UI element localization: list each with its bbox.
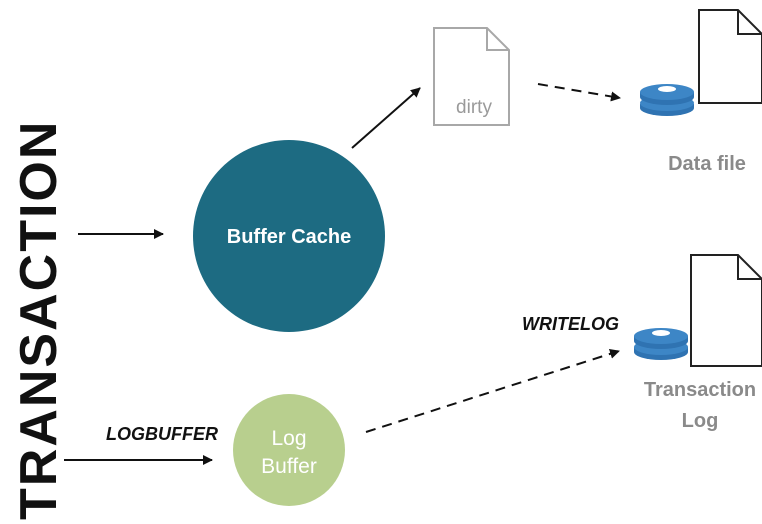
- buffer-cache-node: [193, 140, 385, 332]
- data-file-document-icon: [698, 9, 762, 104]
- logbuffer-wait-label: LOGBUFFER: [106, 424, 218, 444]
- side-title: TRANSACTION: [10, 120, 68, 520]
- dirty-page-label: dirty: [456, 97, 492, 118]
- writelog-wait-label: WRITELOG: [522, 314, 619, 334]
- buffer-cache-label: Buffer Cache: [227, 226, 351, 248]
- transaction-log-document-icon: [690, 254, 762, 367]
- data-file-label: Data file: [668, 153, 746, 175]
- transaction-log-disk-icon: [634, 328, 688, 360]
- transaction-log-label-line1: Transaction: [644, 379, 756, 401]
- log-buffer-label-line2: Buffer: [261, 455, 317, 478]
- dirty-page-icon: [433, 27, 510, 126]
- log-buffer-label-line1: Log: [271, 427, 306, 450]
- data-file-disk-icon: [640, 84, 694, 116]
- arrow-to-dirty-page: [351, 87, 421, 149]
- dashed-arrow-to-transaction-log: [365, 348, 620, 433]
- transaction-log-label-line2: Log: [682, 410, 719, 432]
- log-buffer-node: [233, 394, 345, 506]
- dashed-arrow-to-data-file: [537, 83, 621, 102]
